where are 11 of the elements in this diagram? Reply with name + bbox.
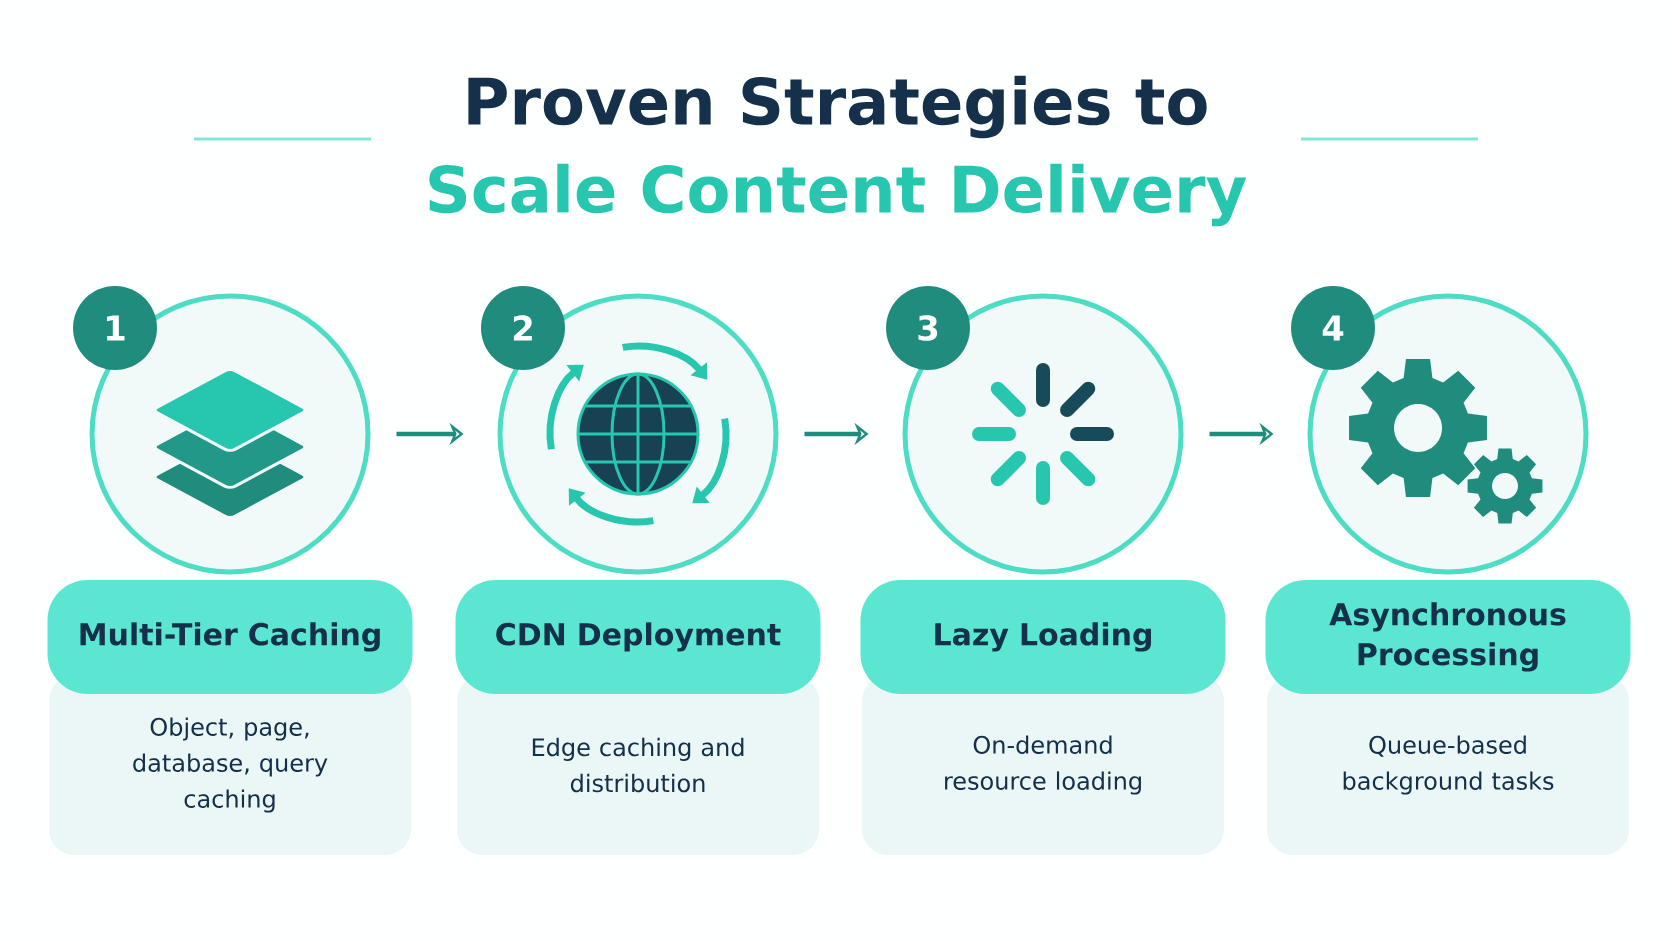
step-number: 3 <box>886 286 970 370</box>
title-pill: CDN Deployment <box>455 580 821 694</box>
subtitle: Scale Content Delivery <box>429 163 1247 227</box>
title-pill: Lazy Loading <box>860 580 1226 694</box>
title-pill: Asynchronous Processing <box>1265 580 1631 694</box>
step-number: 4 <box>1291 286 1375 370</box>
step-circle <box>902 293 1184 575</box>
title-pill: Multi-Tier Caching <box>47 580 413 694</box>
title: Proven Strategies to <box>468 75 1207 139</box>
step-number: 1 <box>73 286 157 370</box>
step-number: 2 <box>481 286 565 370</box>
